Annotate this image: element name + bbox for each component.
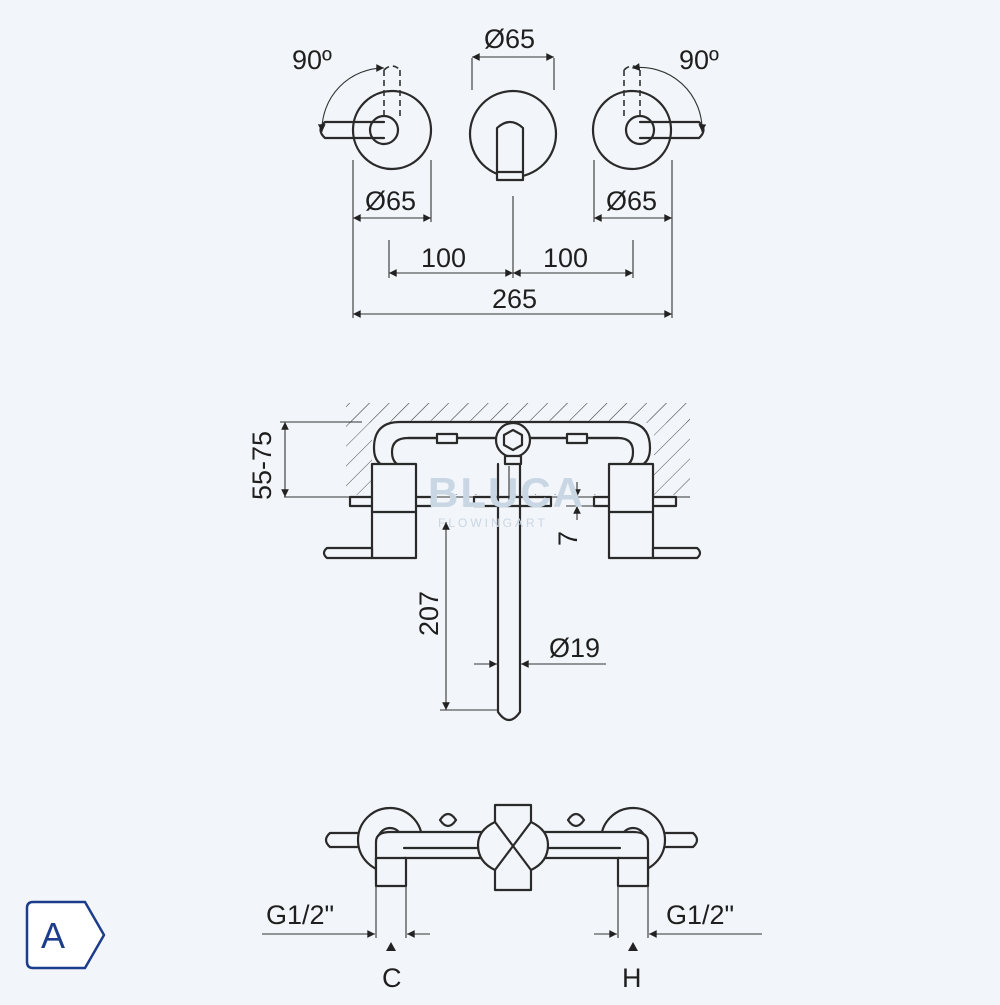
right-handle-diameter-label: Ø65 [606,186,657,216]
right-handle-top [591,63,707,171]
spout-top [468,89,558,182]
spacing-right-label: 100 [543,243,588,273]
left-handle-diameter-label: Ø65 [365,186,416,216]
angle-right-label: 90º [679,45,719,75]
watermark-brand: BLUCA [428,469,585,516]
badge-label: A [41,915,65,956]
plate-offset-label: 7 [553,531,583,546]
side-view: 55-75 7 207 Ø19 BLUCA FLOWINGART [247,403,702,722]
hot-inlet-label: H [622,963,642,993]
spout-diameter-label: Ø65 [484,24,535,54]
angle-left-label: 90º [292,45,332,75]
spacing-left-label: 100 [421,243,466,273]
spout-diameter-side-label: Ø19 [549,633,600,663]
watermark-tagline: FLOWINGART [438,516,548,530]
thread-left-label: G1/2" [266,900,334,930]
cold-inlet-label: C [382,963,402,993]
left-handle-top [317,64,433,171]
spout-length-label: 207 [414,591,444,636]
overall-width-label: 265 [492,284,537,314]
bottom-view: G1/2" G1/2" C H [262,803,762,993]
top-view: 90º 90º Ø65 Ø65 Ø65 100 100 265 [292,24,719,318]
energy-class-badge: A [25,900,106,970]
wall-depth-label: 55-75 [247,431,277,500]
thread-right-label: G1/2" [666,900,734,930]
